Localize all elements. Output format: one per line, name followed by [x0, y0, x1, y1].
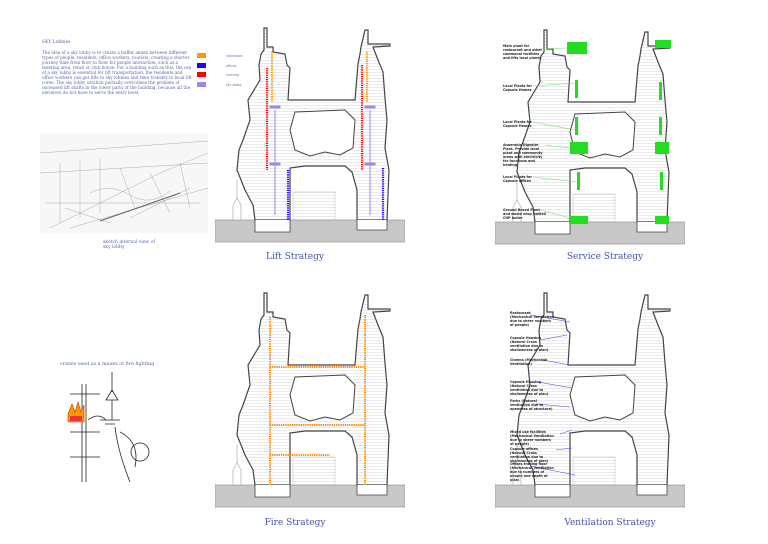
sketch-caption: sketch internal view of sky lobby: [103, 240, 156, 250]
legend-label: offices: [226, 64, 237, 68]
ventilation-note: Mixed use facilities (Mechanical Ventila…: [510, 430, 554, 446]
ventilation-note: Capsule Housing (Natural Cross ventilati…: [510, 336, 549, 352]
service-note: Anaerobic Digester Plant. Provide local …: [503, 143, 543, 167]
legend-label: sky lobby: [226, 83, 242, 87]
lift-strategy-section: [215, 27, 405, 243]
ventilation-note: Capsule Housing (Natural Cross ventilati…: [510, 380, 549, 396]
fire-strategy-section: [215, 292, 405, 508]
intro-title: SKY Lobbies: [42, 40, 71, 45]
ventilation-note: Capsule offices (Natural Cross ventilati…: [510, 447, 549, 463]
ventilation-strategy-title: Ventilation Strategy: [564, 518, 656, 528]
legend-swatch-offices: [197, 63, 206, 68]
lift-strategy-title: Lift Strategy: [266, 252, 324, 262]
legend-label: staircases: [226, 54, 243, 58]
legend-label: housing: [226, 73, 240, 77]
legend-swatch-housing: [197, 72, 206, 77]
intro-body: The idea of a sky lobby is to create a b…: [42, 50, 192, 95]
sky-lobby-sketch: [40, 133, 208, 233]
ventilation-note: Restaurant (Mechanical Ventilation due t…: [510, 311, 554, 327]
legend-swatch-staircases: [197, 53, 206, 58]
fire-strategy-title: Fire Strategy: [264, 518, 326, 528]
service-note: Main plant for restaurant and other comm…: [503, 44, 543, 60]
service-note: Local Plants for Capsule Homes: [503, 120, 532, 128]
service-note: Ground Based Plant and waste drop fuelle…: [503, 208, 546, 220]
legend-swatch-sky-lobby: [197, 82, 206, 87]
cranes-caption: cranes used as a means of fire fighting: [60, 362, 155, 367]
service-note: Local Plants for Capsule Homes: [503, 84, 532, 92]
service-note: Local Plants for Capsule offices: [503, 175, 532, 183]
service-strategy-title: Service Strategy: [566, 252, 644, 262]
ventilation-note: Offices trading floor (Mechanical Ventil…: [510, 462, 554, 482]
ventilation-note: Cinema (Mechanical Ventilation): [510, 358, 548, 366]
ventilation-note: Parks (Natural ventilation due to openne…: [510, 399, 553, 411]
service-strategy-section: [495, 29, 685, 245]
crane-sketch: [67, 372, 150, 482]
